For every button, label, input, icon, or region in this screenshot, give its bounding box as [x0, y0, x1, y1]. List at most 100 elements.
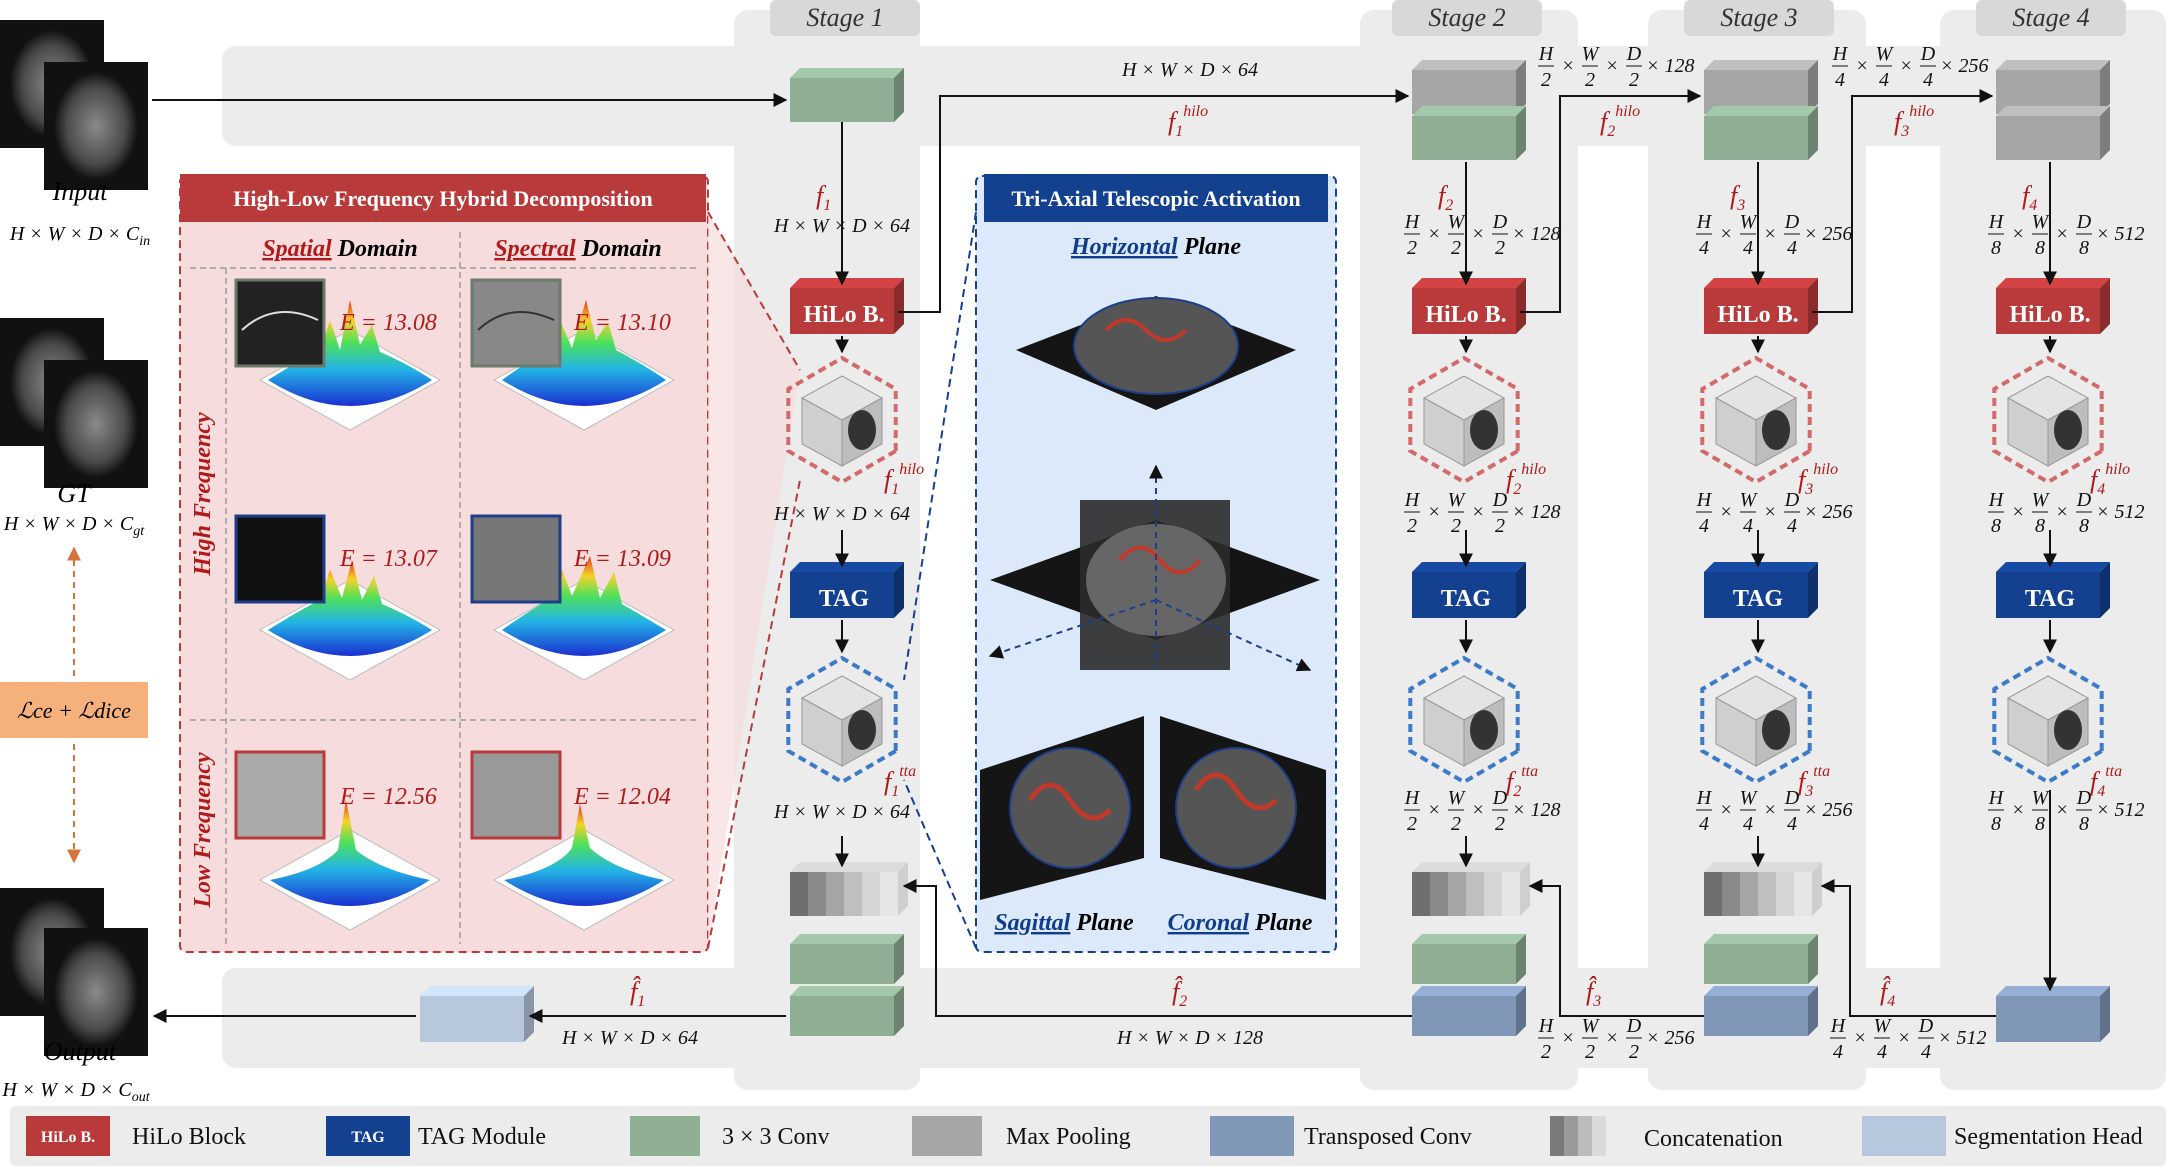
svg-text:8: 8: [2035, 813, 2045, 835]
svg-text:×: ×: [1561, 1027, 1575, 1049]
dim-f4-tta: H8×W8×D8× 512: [1988, 787, 2145, 835]
svg-text:H: H: [1696, 489, 1713, 511]
svg-text:2: 2: [1451, 237, 1461, 259]
dim-f4-hilo: H8×W8×D8× 512: [1988, 489, 2145, 537]
hilo-feature-cube-stage-2: [1408, 355, 1520, 485]
svg-text:×: ×: [1719, 223, 1733, 245]
output-label: Output: [44, 1037, 117, 1066]
svg-text:D: D: [1784, 489, 1800, 511]
svg-text:H: H: [1538, 1015, 1555, 1037]
svg-text:H: H: [1830, 1015, 1847, 1037]
svg-text:2: 2: [1629, 1041, 1639, 1063]
tta-feature-cube-stage-1: [786, 655, 898, 785]
gt-volume: [0, 318, 148, 488]
svg-text:2: 2: [1585, 1041, 1595, 1063]
svg-text:W: W: [1448, 489, 1467, 511]
dim-f2-tta: H2×W2×D2× 128: [1404, 787, 1561, 835]
svg-text:× 512: × 512: [2096, 799, 2145, 821]
f2-tta-label: f2tta: [1506, 763, 1538, 800]
loss-box: [0, 682, 148, 738]
stage-3-label: Stage 3: [1720, 3, 1797, 32]
svg-text:H: H: [1988, 489, 2005, 511]
hilo-block-stage-3: [1704, 278, 1818, 334]
energy-spatial-high-1: E = 13.08: [339, 310, 437, 336]
legend-concat: Concatenation: [1644, 1126, 1783, 1152]
conv-block-stage-2-top: [1412, 106, 1526, 160]
svg-text:2: 2: [1451, 515, 1461, 537]
wire-tconv2-to-concat1: [902, 879, 1412, 1017]
tconv-block-stage-4: [1996, 986, 2110, 1042]
svg-text:W: W: [1740, 211, 1759, 233]
tag-panel: Tri-Axial Telescopic Activation: [903, 174, 1337, 953]
svg-text:4: 4: [1787, 813, 1797, 835]
svg-text:4: 4: [1743, 237, 1753, 259]
dim-f2-hilo: H2×W2×D2× 128: [1404, 489, 1561, 537]
svg-text:× 256: × 256: [1804, 799, 1853, 821]
svg-text:× 512: × 512: [1938, 1027, 1987, 1049]
concat-block-stage-3: [1704, 862, 1822, 916]
legend-pool: Max Pooling: [1006, 1124, 1131, 1150]
conv-block-stage-1-dec-b: [790, 986, 904, 1036]
hilo-feature-cube-stage-3: [1700, 355, 1812, 485]
tag-block-stage-4: [1996, 562, 2110, 618]
svg-text:W: W: [1874, 1015, 1893, 1037]
svg-text:×: ×: [1763, 799, 1777, 821]
f4-label: f4: [2022, 181, 2037, 214]
conv-block-stage-1-dec-a: [790, 934, 904, 984]
wire-hilo2-to-stage3: [1520, 89, 1702, 313]
conv-block-stage-2-dec: [1412, 934, 1526, 984]
svg-text:4: 4: [1699, 237, 1709, 259]
svg-text:H: H: [1696, 211, 1713, 233]
wire-hilo1-to-stage2: [898, 89, 1410, 313]
svg-text:× 256: × 256: [1646, 1027, 1695, 1049]
energy-plot-spectral-low: [470, 750, 676, 931]
low-frequency-label: Low Frequency: [190, 752, 216, 909]
f1-tta-label: f1tta: [884, 763, 916, 800]
svg-text:D: D: [1918, 1015, 1934, 1037]
svg-text:8: 8: [2035, 515, 2045, 537]
spectral-domain-header: Spectral Domain: [494, 236, 661, 262]
svg-text:8: 8: [1991, 515, 2001, 537]
hilo-block-label-4: HiLo B.: [2009, 302, 2090, 328]
svg-text:D: D: [1626, 1015, 1642, 1037]
hilo-block-stage-4: [1996, 278, 2110, 334]
svg-text:×: ×: [1471, 799, 1485, 821]
svg-text:W: W: [1448, 787, 1467, 809]
svg-text:×: ×: [2055, 501, 2069, 523]
f4-tta-label: f4tta: [2090, 763, 2122, 800]
energy-plot-spectral-high-2: [470, 514, 676, 681]
svg-text:×: ×: [1897, 1027, 1911, 1049]
dim-output-2: H × W × D × 128: [1116, 1027, 1263, 1049]
legend-tag-icon: TAG: [351, 1129, 385, 1146]
svg-text:×: ×: [1763, 501, 1777, 523]
tag-block-label-2: TAG: [1441, 586, 1492, 612]
dim-f1: H × W × D × 64: [773, 215, 910, 237]
dim-skip-3: H4×W4×D4× 256: [1832, 43, 1989, 91]
output-dim: H × W × D × Cout: [1, 1079, 150, 1105]
svg-text:×: ×: [1899, 55, 1913, 77]
dim-f3: H4×W4×D4× 256: [1696, 211, 1853, 259]
svg-text:4: 4: [1699, 813, 1709, 835]
svg-text:2: 2: [1407, 237, 1417, 259]
pool-block-stage-4: [1996, 60, 2110, 114]
legend: HiLo B. HiLo Block TAG TAG Module 3 × 3 …: [10, 1106, 2166, 1166]
tag-block-stage-1: [790, 562, 904, 618]
hilo-block-label-1: HiLo B.: [803, 302, 884, 328]
svg-text:×: ×: [1763, 223, 1777, 245]
dim-f1-hilo: H × W × D × 64: [773, 503, 910, 525]
tag-panel-title: Tri-Axial Telescopic Activation: [1011, 186, 1300, 211]
conv-block-stage-3-dec: [1704, 934, 1818, 984]
energy-plot-spatial-low: [234, 750, 442, 931]
svg-text:D: D: [1492, 211, 1508, 233]
legend-hilo: HiLo Block: [132, 1124, 246, 1150]
svg-text:×: ×: [1719, 799, 1733, 821]
stage-1-label: Stage 1: [806, 3, 883, 32]
wire-tconv4-to-concat3: [1820, 879, 1996, 1017]
f1-hilo-skip-label: f1hilo: [1168, 103, 1208, 140]
svg-text:× 128: × 128: [1646, 55, 1695, 77]
svg-text:4: 4: [1921, 1041, 1931, 1063]
stage-2-label: Stage 2: [1428, 3, 1505, 32]
svg-text:4: 4: [1833, 1041, 1843, 1063]
svg-text:D: D: [1920, 43, 1936, 65]
